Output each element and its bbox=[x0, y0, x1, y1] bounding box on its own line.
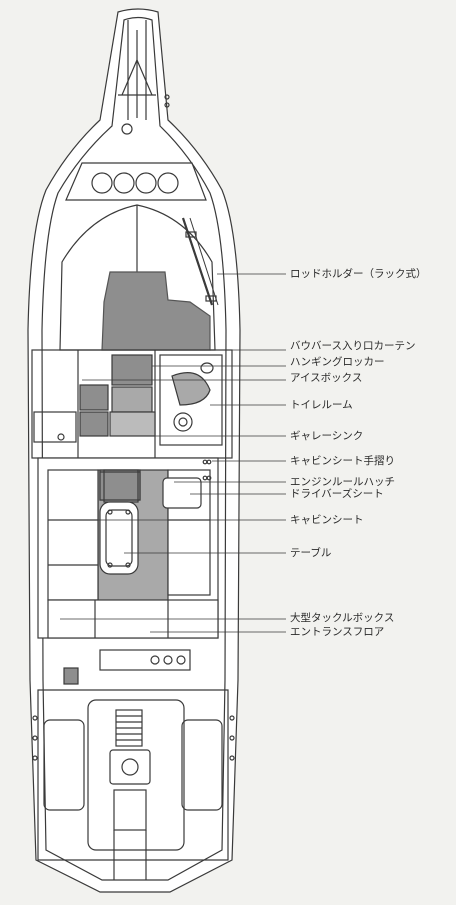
hull-inner-line bbox=[41, 16, 227, 881]
label-tackle-box: 大型タックルボックス bbox=[290, 612, 395, 624]
label-toilet-room: トイレルーム bbox=[290, 399, 353, 411]
label-entrance-floor: エントランスフロア bbox=[290, 626, 385, 638]
label-driver-seat: ドライバーズシート bbox=[290, 488, 384, 500]
label-cabin-seat: キャビンシート bbox=[290, 514, 364, 526]
label-cabin-seat-rail: キャビンシート手摺り bbox=[290, 455, 395, 467]
label-galley-sink: ギャレーシンク bbox=[290, 430, 364, 442]
label-rod-holder: ロッドホルダー（ラック式） bbox=[290, 268, 427, 280]
label-ice-box: アイスボックス bbox=[290, 372, 363, 384]
label-engine-hatch: エンジンルールハッチ bbox=[290, 476, 395, 488]
label-hanging-locker: ハンギングロッカー bbox=[290, 356, 385, 368]
label-v-berth-curtain: バウバース入り口カーテン bbox=[290, 340, 416, 352]
leader-lines bbox=[60, 273, 286, 633]
label-table: テーブル bbox=[290, 547, 332, 559]
